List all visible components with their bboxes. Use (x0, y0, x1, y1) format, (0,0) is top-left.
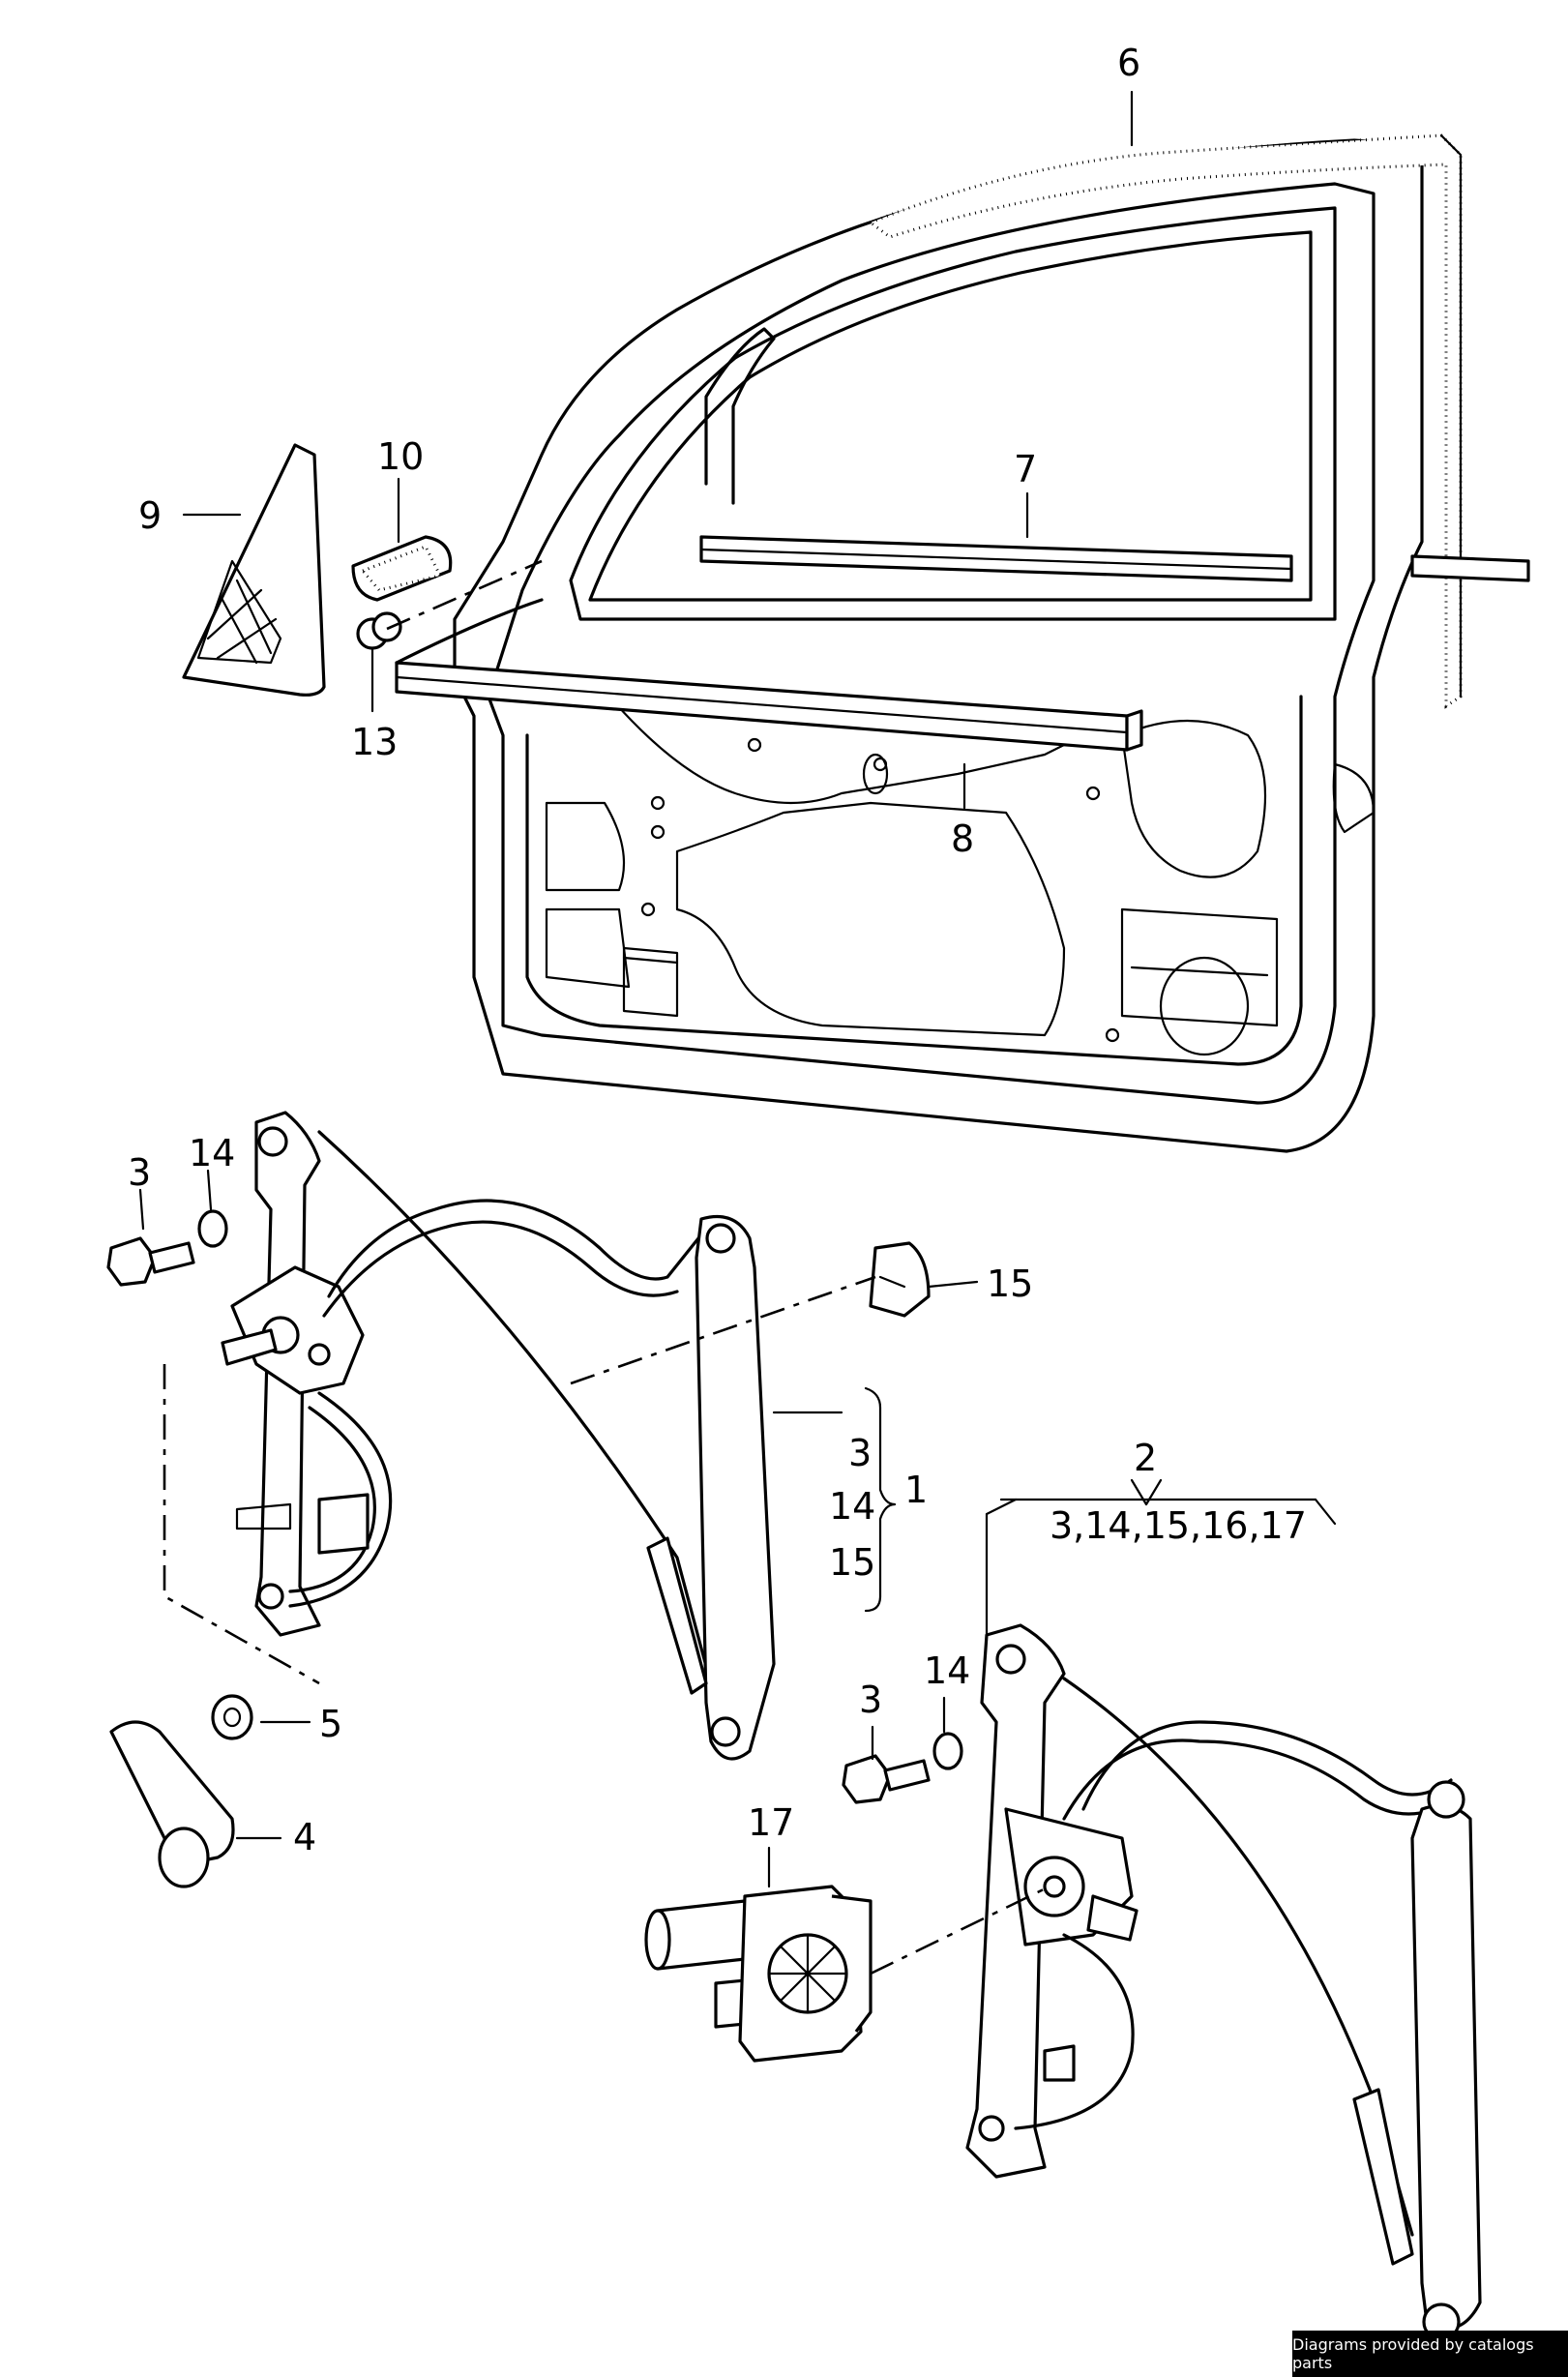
callout-8: 8 (951, 817, 974, 860)
mirror-trim-triangle (182, 443, 326, 697)
clip-15 (869, 1241, 931, 1318)
callout-14-bracket: 14 (829, 1485, 875, 1528)
washer-14-right (932, 1732, 963, 1770)
callout-13: 13 (351, 721, 398, 763)
grommet-13 (356, 611, 402, 650)
callout-labels: 6 7 8 9 10 13 3 14 15 3 14 15 1 2 3,14,1… (128, 42, 1307, 1858)
window-motor-17 (644, 1885, 873, 2063)
screw-3-right (842, 1754, 931, 1804)
callout-15-top: 15 (987, 1263, 1033, 1305)
door-shell (453, 138, 1424, 1153)
callout-14-right: 14 (924, 1649, 970, 1692)
power-window-regulator (965, 1623, 1482, 2341)
callout-1: 1 (904, 1469, 928, 1511)
outer-window-strip (395, 598, 1143, 752)
callout-4: 4 (293, 1816, 316, 1858)
callout-6: 6 (1117, 42, 1140, 84)
callout-14-left: 14 (189, 1132, 235, 1174)
callout-9: 9 (138, 494, 162, 537)
callout-17: 17 (748, 1801, 794, 1844)
callout-15-bracket: 15 (829, 1541, 875, 1584)
cap-10 (351, 535, 453, 602)
cap-5 (211, 1694, 253, 1740)
manual-window-regulator (221, 1111, 776, 1761)
callout-2: 2 (1134, 1437, 1157, 1479)
screw-3-left (106, 1236, 195, 1287)
callout-10: 10 (377, 435, 424, 478)
inner-window-channel (699, 535, 1530, 582)
callout-7: 7 (1014, 448, 1037, 490)
callout-5: 5 (319, 1703, 342, 1745)
leader-lines (138, 90, 1337, 1888)
callout-3-bracket: 3 (848, 1432, 872, 1474)
callout-3-right: 3 (859, 1679, 882, 1721)
callout-3-left: 3 (128, 1151, 151, 1194)
crank-handle-4 (109, 1720, 235, 1888)
attribution-footer: Diagrams provided by catalogs parts (1292, 2331, 1568, 2377)
callout-2-contents: 3,14,15,16,17 (1050, 1504, 1307, 1547)
washer-14-left (197, 1209, 228, 1248)
